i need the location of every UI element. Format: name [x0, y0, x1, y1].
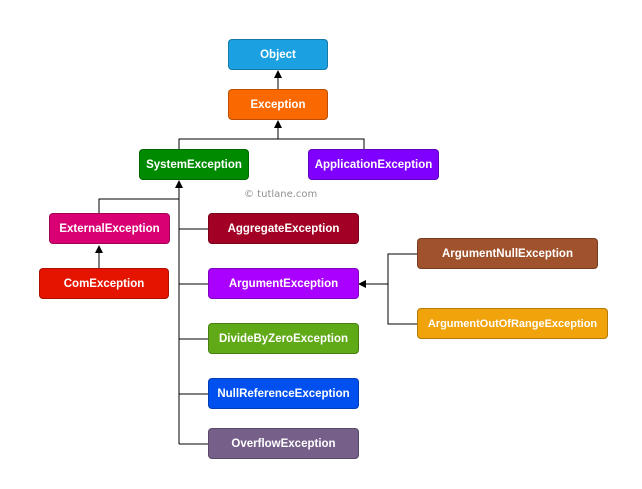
- node-aggregate-exception: AggregateException: [208, 213, 359, 244]
- edge-application-exception-to-exception: [278, 138, 365, 149]
- node-argument-exception: ArgumentException: [208, 268, 359, 299]
- node-null-reference-exception: NullReferenceException: [208, 378, 359, 409]
- node-application-exception: ApplicationException: [308, 149, 439, 180]
- edge-system-exception-to-exception: [178, 138, 278, 149]
- edge-argument-null-exception-to-argument-exception: [387, 253, 417, 284]
- node-system-exception: SystemException: [139, 149, 249, 180]
- node-argument-null-exception: ArgumentNullException: [417, 238, 598, 269]
- node-overflow-exception: OverflowException: [208, 428, 359, 459]
- node-argument-out-of-range-exception: ArgumentOutOfRangeException: [417, 308, 608, 339]
- node-com-exception: ComException: [39, 268, 169, 299]
- edge-argument-out-of-range-exception-to-argument-exception: [387, 284, 417, 325]
- node-external-exception: ExternalException: [49, 213, 170, 244]
- node-divide-by-zero-exception: DivideByZeroException: [208, 323, 359, 354]
- watermark: © tutlane.com: [244, 189, 318, 200]
- node-exception: Exception: [228, 89, 328, 120]
- edge-external-exception-to-system-exception: [98, 198, 179, 213]
- node-object: Object: [228, 39, 328, 70]
